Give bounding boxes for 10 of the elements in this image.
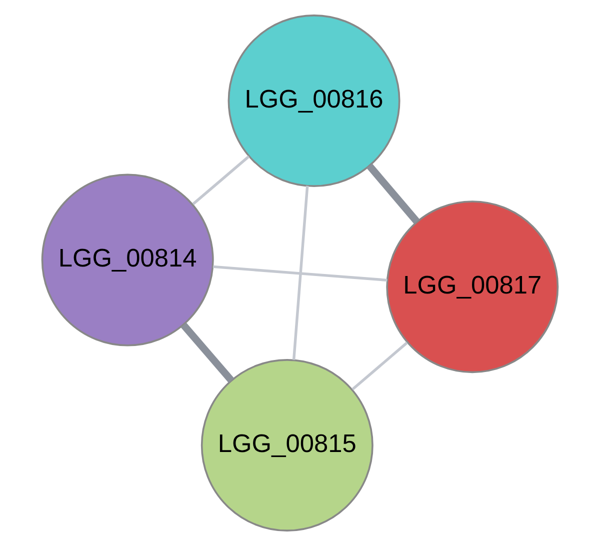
node-circle: LGG_00816 [228,14,400,187]
node-circle: LGG_00814 [41,174,214,346]
connector [192,155,250,206]
node-circle: LGG_00815 [200,359,374,532]
connector [292,186,309,360]
connector [366,163,420,224]
node-circle: LGG_00817 [386,200,559,374]
connector [212,265,388,282]
connector [352,342,408,390]
connector [180,322,234,383]
